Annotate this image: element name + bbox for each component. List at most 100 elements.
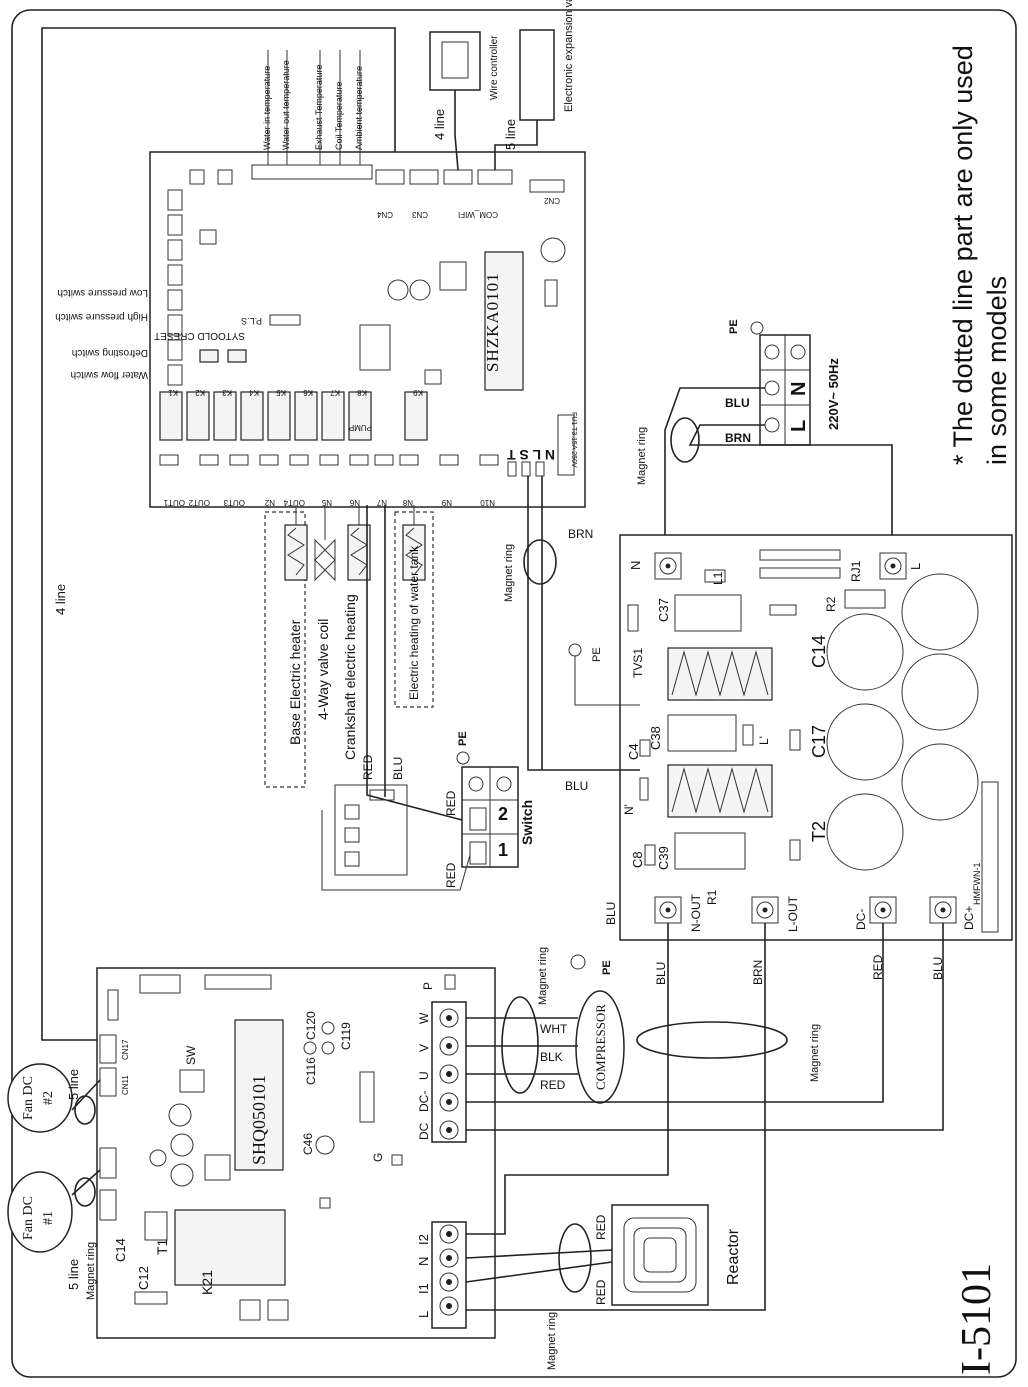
driver-conn-cn11: CN11 bbox=[121, 1075, 130, 1095]
switch-label: Switch bbox=[519, 800, 535, 845]
part-p: P bbox=[421, 982, 435, 990]
relay-k6: K6 bbox=[303, 388, 313, 397]
wire-dc-plus bbox=[466, 923, 944, 1131]
driver-term-w: W bbox=[417, 1012, 431, 1024]
test-label: SYTOOLD CRESET bbox=[154, 330, 245, 341]
output-terminal-row bbox=[159, 454, 499, 466]
fan2-label-1: Fan DC bbox=[21, 1076, 36, 1120]
pe-label-filter: PE bbox=[591, 647, 603, 662]
wire-blu-label-switch: BLU bbox=[391, 757, 405, 780]
cap-c14-driver: C14 bbox=[113, 1238, 128, 1262]
part-l1: L1 bbox=[711, 571, 725, 585]
switch-pos-2: 2 bbox=[498, 804, 508, 824]
switch-red-1: RED bbox=[444, 790, 458, 816]
driver-term-v: V bbox=[417, 1044, 431, 1052]
magnet-ring-label-power: Magnet ring bbox=[636, 427, 648, 485]
wire-blu-label-main: BLU bbox=[565, 779, 588, 793]
relay-k9: K9 bbox=[413, 388, 423, 397]
power-n: N bbox=[788, 382, 810, 396]
wire-dc-minus bbox=[466, 923, 884, 1103]
wire-4-line-long bbox=[41, 27, 396, 1041]
term-l-prime: L' bbox=[757, 736, 771, 745]
wire-blu-nout: BLU bbox=[654, 962, 668, 985]
cap-c37: C37 bbox=[656, 598, 671, 622]
sensor-exhaust: Exhaust Temperature bbox=[314, 65, 324, 150]
fuse bbox=[557, 414, 575, 476]
main-control-board bbox=[149, 151, 586, 508]
output-n9: N9 bbox=[441, 498, 452, 507]
reactor-red-1: RED bbox=[594, 1214, 608, 1240]
main-chip bbox=[484, 251, 524, 391]
part-sw: SW bbox=[184, 1045, 198, 1065]
connector-wifi: COM_WIFI bbox=[458, 210, 498, 219]
cap-c14: C14 bbox=[809, 635, 829, 668]
cap-c17: C17 bbox=[809, 725, 829, 758]
magnet-ring-main bbox=[523, 539, 557, 585]
fan2-label-2: #2 bbox=[41, 1091, 56, 1105]
switch-water-flow: Water flow switch bbox=[71, 369, 148, 380]
output-out2: OUT2 bbox=[188, 498, 210, 507]
load-crankshaft-heating: Crankshaft electric heating bbox=[342, 594, 358, 760]
reactor-red-2: RED bbox=[594, 1279, 608, 1305]
wire-red-label-switch: RED bbox=[361, 754, 375, 780]
switch-high-pressure: High pressure switch bbox=[55, 311, 148, 322]
power-blu: BLU bbox=[725, 396, 750, 410]
compressor-label: COMPRESSOR bbox=[593, 1004, 608, 1090]
driver-board-labels: SHQ050101 C120 C119 C116 C46 C12 C14 T1 … bbox=[113, 982, 435, 1318]
magnet-ring-label-bus: Magnet ring bbox=[809, 1024, 821, 1082]
output-n7: N7 bbox=[376, 498, 387, 507]
pump-label: PUMP bbox=[349, 423, 372, 432]
diagram-frame bbox=[11, 9, 1017, 1378]
fan1-magnet: Magnet ring bbox=[85, 1242, 97, 1300]
connector-cn4: CN4 bbox=[376, 210, 393, 219]
driver-chip bbox=[234, 1019, 284, 1171]
power-brn: BRN bbox=[725, 431, 751, 445]
fan1-label-1: Fan DC bbox=[21, 1196, 36, 1240]
relay-k5: K5 bbox=[276, 388, 286, 397]
compressor-blk: BLK bbox=[540, 1050, 563, 1064]
magnet-ring-power bbox=[670, 417, 700, 463]
driver-term-l: L bbox=[416, 1311, 431, 1318]
driver-chip-label: SHQ050101 bbox=[249, 1075, 269, 1165]
load-water-tank-heating: Electric heating of water tank bbox=[407, 545, 421, 700]
reactor: Reactor RED RED Magnet ring bbox=[465, 1204, 742, 1370]
nlst-label: N L S T bbox=[507, 447, 555, 463]
term-dc-minus: DC- bbox=[854, 909, 868, 930]
reactor-label: Reactor bbox=[725, 1228, 742, 1285]
cap-c46: C46 bbox=[301, 1133, 315, 1155]
term-dc-plus: DC+ bbox=[962, 906, 976, 930]
connector-cn2: CN2 bbox=[543, 196, 560, 205]
switch-pos-1: 1 bbox=[498, 840, 508, 860]
output-out4: OUT4 bbox=[283, 498, 305, 507]
driver-term-i2: I2 bbox=[416, 1234, 431, 1245]
cap-c8: C8 bbox=[630, 851, 645, 868]
relay-k7: K7 bbox=[330, 388, 340, 397]
main-board-labels: SHZKA0101 SYTOOLD CRESET P.L.S PUMP FU1 … bbox=[55, 60, 577, 507]
note-line-2: in some models bbox=[982, 276, 1012, 465]
wire-blu-main bbox=[527, 476, 640, 771]
part-r1: R1 bbox=[705, 889, 719, 905]
wire-n-out bbox=[466, 923, 669, 1235]
model-code: I-5101 bbox=[954, 1263, 1000, 1375]
output-out3: OUT3 bbox=[223, 498, 245, 507]
term-n: N bbox=[628, 561, 643, 570]
switch-input-connectors bbox=[167, 189, 247, 386]
fan-dc-1: Fan DC #1 5 line Magnet ring bbox=[7, 1169, 101, 1300]
expansion-valve: Electronic expansion valve 5 line bbox=[494, 0, 575, 170]
switch-low-pressure: Low pressure switch bbox=[57, 287, 148, 298]
wire-controller-label: Wire controller bbox=[489, 35, 500, 100]
relay-k1: K1 bbox=[168, 388, 178, 397]
magnet-ring-label-main: Magnet ring bbox=[503, 544, 515, 602]
wire-red-dc: RED bbox=[871, 954, 885, 980]
driver-term-dc-minus: DC- bbox=[417, 1091, 431, 1112]
cap-c4: C4 bbox=[626, 743, 641, 760]
power-wire-l bbox=[688, 424, 893, 555]
magnet-ring-label-comp: Magnet ring bbox=[537, 947, 549, 1005]
main-chip-label: SHZKA0101 bbox=[483, 272, 502, 372]
term-l-out: L-OUT bbox=[786, 895, 800, 932]
magnet-ring-bus bbox=[636, 1021, 788, 1059]
driver-term-u: U bbox=[417, 1071, 431, 1080]
power-spec: 220V~ 50Hz bbox=[826, 358, 841, 430]
switch-red-2: RED bbox=[444, 862, 458, 888]
wire-brn-label-main: BRN bbox=[568, 527, 593, 541]
